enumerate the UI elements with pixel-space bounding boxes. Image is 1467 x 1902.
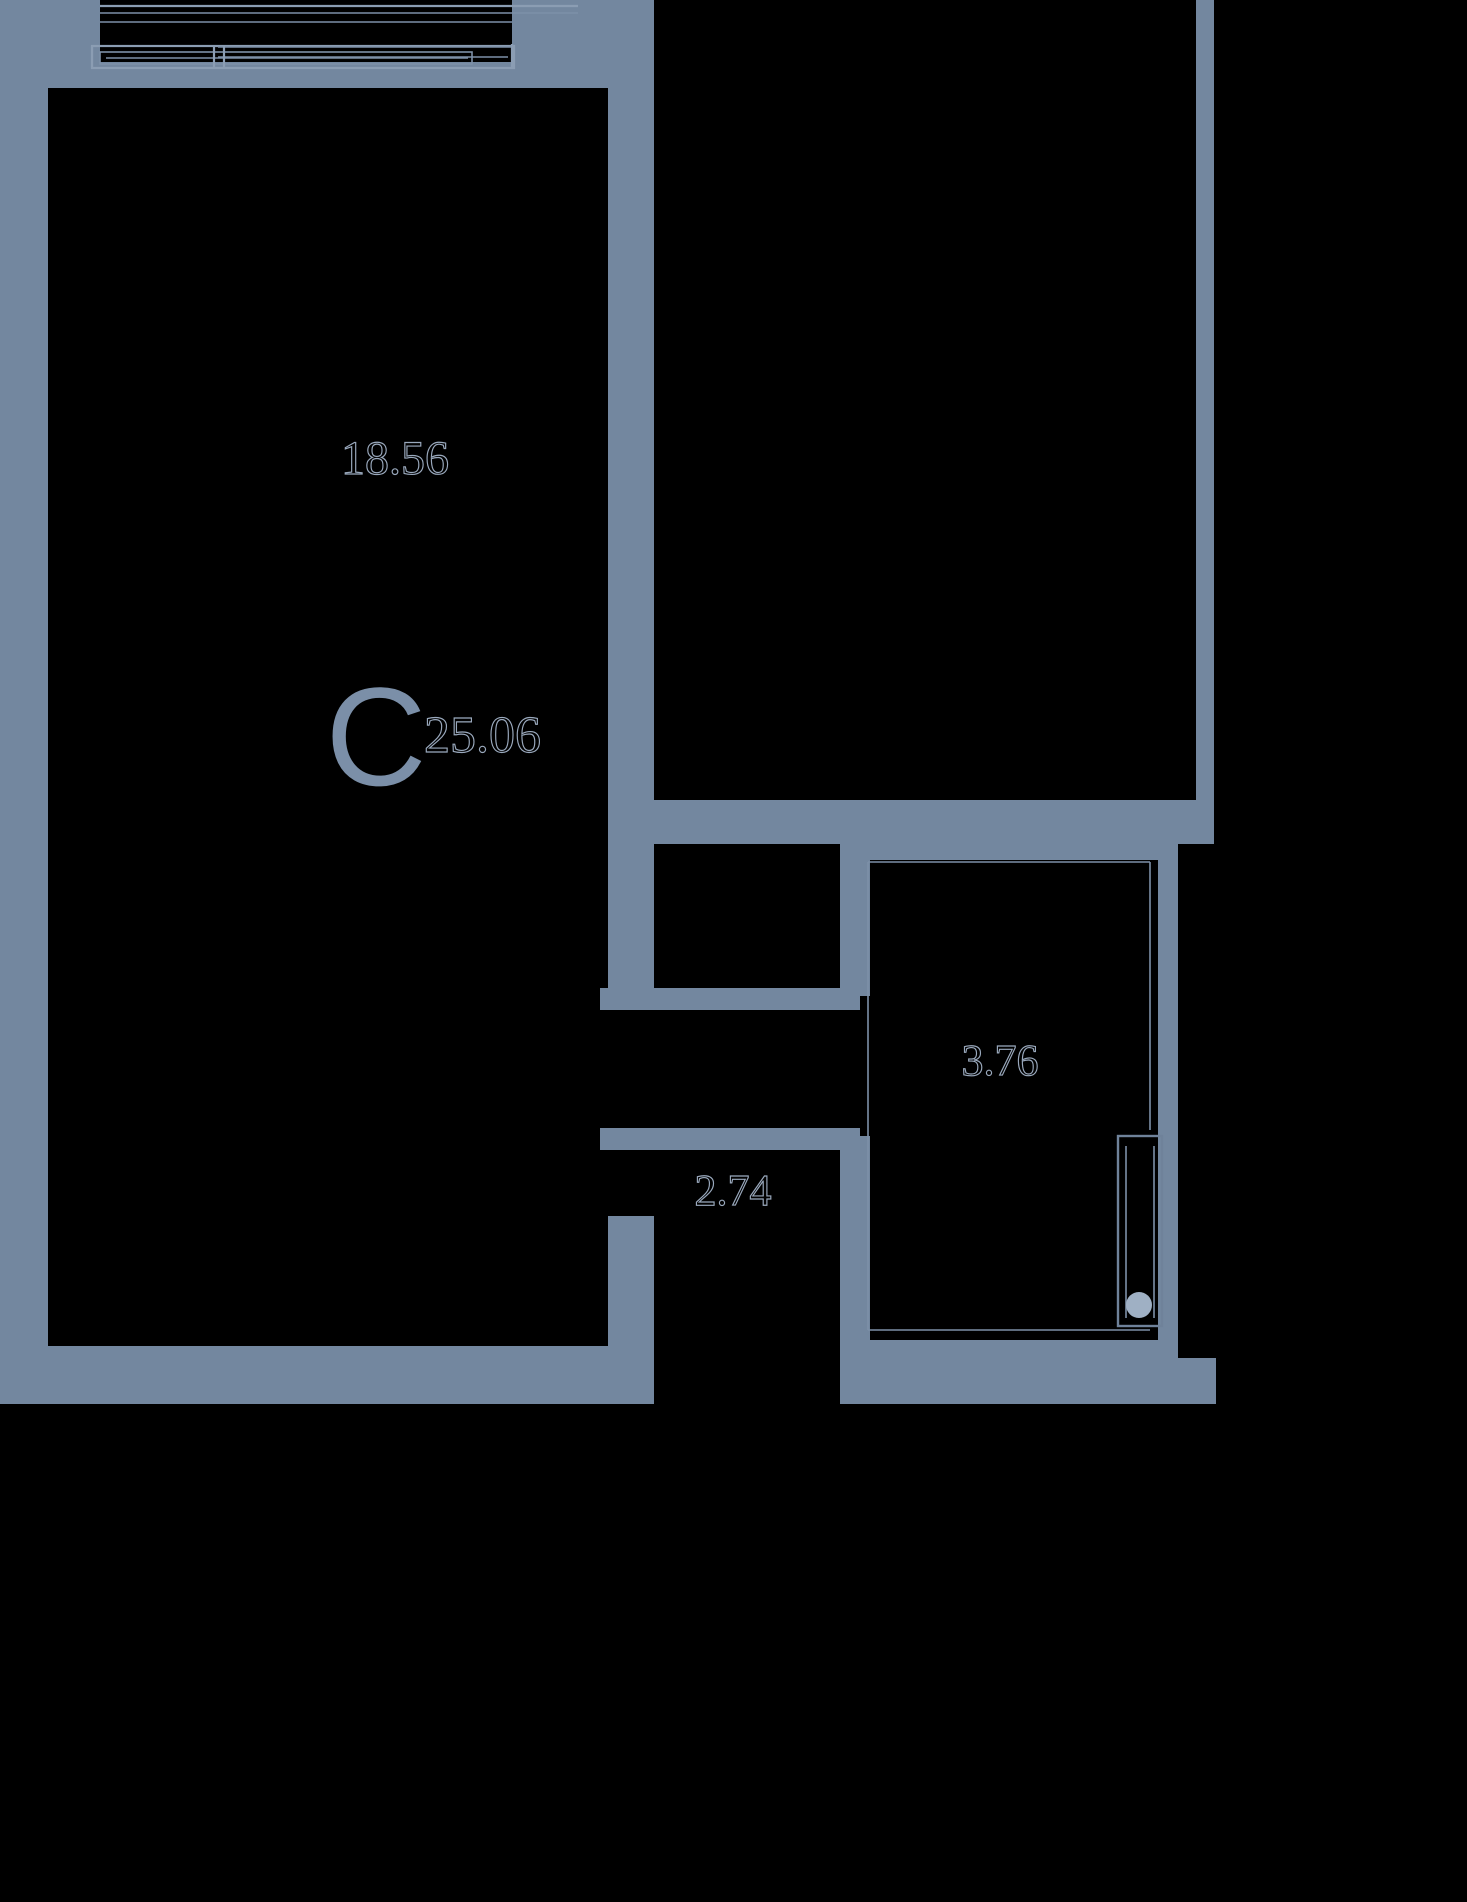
- area-labels: 18.56 2.74 3.76: [340, 431, 1039, 1215]
- wall-entry-left-stub: [608, 1346, 654, 1404]
- wall-hall-top-cross: [600, 988, 860, 1010]
- wall-exterior-right-upper: [1196, 0, 1214, 812]
- wall-bath-top: [840, 840, 1176, 860]
- wall-hall-left-upper: [608, 828, 654, 996]
- wall-structure: [0, 0, 1216, 1404]
- window-sash-left: [99, 51, 473, 65]
- wall-bath-left-upper: [840, 840, 870, 996]
- wall-terrace-bottom: [654, 800, 1214, 844]
- wall-exterior-left: [0, 0, 48, 1404]
- wall-partition-living-right: [608, 0, 654, 828]
- balcony-glazing-group: [90, 4, 578, 70]
- bathtub-outline: [1116, 1134, 1164, 1328]
- room-label-bathroom: 3.76: [962, 1036, 1039, 1085]
- unit-type-letter: C: [325, 658, 426, 815]
- wall-balcony-sill: [48, 62, 614, 88]
- wall-bath-bottom: [858, 1340, 1178, 1358]
- wall-hall-bottom-cross: [600, 1128, 860, 1150]
- wall-living-bottom: [0, 1346, 654, 1404]
- room-label-living-room: 18.56: [341, 432, 449, 485]
- unit-summary: C 25.06: [325, 658, 541, 815]
- unit-total-area: 25.06: [424, 707, 541, 764]
- sink-icon: [1126, 1292, 1152, 1318]
- room-label-hallway: 2.74: [695, 1166, 772, 1215]
- bathroom-fixtures: [867, 861, 1164, 1331]
- wall-entry-bottom: [840, 1358, 1216, 1404]
